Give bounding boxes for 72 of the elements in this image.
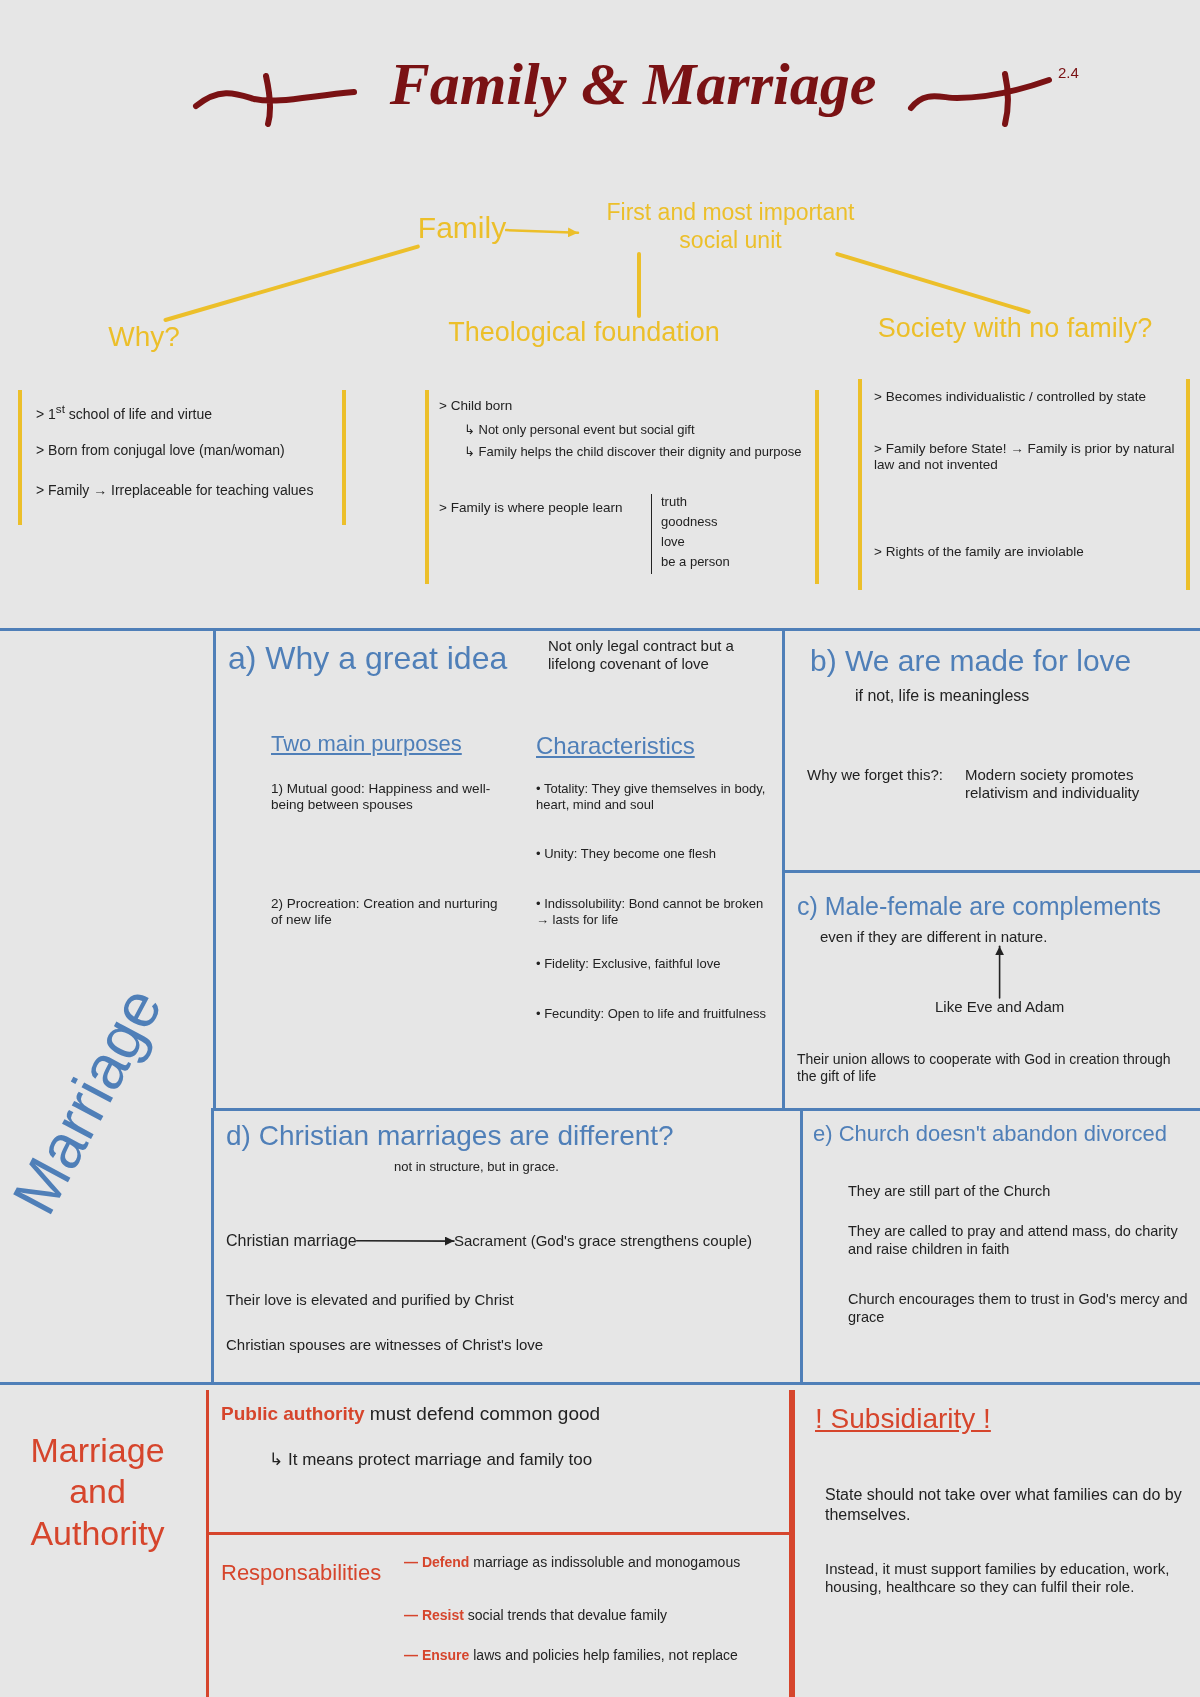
note-text: even if they are different in nature.	[820, 928, 1048, 947]
section-heading: Why?	[108, 320, 180, 355]
bullet-text: > Born from conjugal love (man/woman)	[36, 442, 285, 460]
bullet-text: ↳ Family helps the child discover their dignity and purpose	[464, 444, 802, 460]
band-title: Marriage and Authority	[29, 1430, 166, 1554]
bullet-text: > Family before State! → Family is prior by natural law and not invented	[874, 441, 1176, 474]
note-text: not in structure, but in grace.	[394, 1159, 559, 1175]
bullet-text: • Totality: They give themselves in body, heart, mind and soul	[536, 781, 767, 813]
bullet-text: > 1$^{st}$ school of life and virtue	[36, 402, 213, 423]
note-text: Why we forget this?:	[807, 766, 943, 785]
topic-panel	[206, 1532, 792, 1697]
bracket-box	[425, 390, 819, 584]
topic-panel	[206, 1390, 792, 1535]
bullet-text: > Child born	[439, 398, 513, 415]
note-text: Instead, it must support families by education, work, housing, healthcare so they can fulfil their role.	[825, 1560, 1171, 1597]
note-text: Not only legal contract but a lifelong covenant of love	[548, 637, 735, 674]
bullet-text: > Family is where people learn	[439, 500, 623, 517]
section-number: 2.4	[1058, 64, 1079, 83]
bullet-text: ↳ Not only personal event but social gift	[464, 422, 695, 438]
subheading: Responsabilities	[221, 1560, 382, 1587]
panel-heading: e) Church doesn't abandon divorced	[813, 1121, 1167, 1148]
note-text: Public authority must defend common good	[221, 1402, 601, 1426]
note-text: They are called to pray and attend mass, do charity and raise children in faith	[848, 1223, 1179, 1259]
connector-line	[637, 252, 641, 318]
connector-line	[835, 252, 1031, 314]
page-title: Family & Marriage	[389, 50, 877, 119]
panel-heading: a) Why a great idea	[228, 639, 508, 678]
note-text: Sacrament (God's grace strengthens couple)	[454, 1232, 752, 1251]
subheading: Two main purposes	[271, 731, 462, 758]
panel-heading: d) Christian marriages are different?	[226, 1119, 674, 1153]
bracket-box	[18, 390, 346, 525]
section-band	[0, 628, 1200, 1385]
bullet-text: > Becomes individualistic / controlled by state	[874, 389, 1146, 406]
note-text: Christian spouses are witnesses of Christ's love	[226, 1336, 544, 1355]
bullet-text: • Fidelity: Exclusive, faithful love	[536, 956, 721, 972]
panel-heading: ! Subsidiarity !	[815, 1402, 991, 1436]
bracket-box	[858, 379, 1190, 590]
note-text: 2) Procreation: Creation and nurturing of new life	[271, 896, 499, 929]
arrow	[995, 945, 1005, 999]
note-text: ↳ It means protect marriage and family too	[269, 1450, 593, 1471]
note-text: if not, life is meaningless	[855, 686, 1030, 706]
bullet-text: • Fecundity: Open to life and fruitfulness	[536, 1006, 766, 1022]
note-text: Christian marriage	[226, 1231, 357, 1251]
note-text: Like Eve and Adam	[935, 998, 1065, 1017]
bullet-text: > Rights of the family are inviolable	[874, 544, 1084, 561]
note-text: Their union allows to cooperate with God in creation through the gift of life	[797, 1051, 1172, 1086]
bullet-text: • Indissolubility: Bond cannot be broken → lasts for life	[536, 896, 765, 928]
note-text: Modern society promotes relativism and individuality	[965, 766, 1141, 803]
bullet-text: — Ensure laws and policies help families, not replace	[404, 1647, 738, 1665]
bullet-text: > Family → Irreplaceable for teaching values	[36, 482, 314, 500]
bullet-text: • Unity: They become one flesh	[536, 846, 716, 862]
bullet-text: love	[661, 534, 685, 550]
section-heading: Theological foundation	[448, 316, 720, 349]
section-heading: Society with no family?	[877, 312, 1153, 345]
subheading: Characteristics	[536, 731, 695, 761]
bullet-text: — Defend marriage as indissoluble and monogamous	[404, 1554, 741, 1572]
panel-heading: c) Male-female are complements	[797, 891, 1161, 922]
topic-heading: Family	[417, 210, 507, 247]
note-text: State should not take over what families can do by themselves.	[825, 1485, 1183, 1525]
note-text: 1) Mutual good: Happiness and well-being between spouses	[271, 781, 492, 814]
note-text: Church encourages them to trust in God's mercy and grace	[848, 1291, 1188, 1327]
bullet-text: truth	[661, 494, 687, 510]
note-text: Their love is elevated and purified by Christ	[226, 1291, 514, 1310]
bullet-text: goodness	[661, 514, 718, 530]
connector-line	[163, 244, 420, 322]
bullet-text: be a person	[661, 554, 730, 570]
bullet-text: — Resist social trends that devalue family	[404, 1607, 668, 1625]
arrow	[355, 1236, 455, 1246]
note-text: They are still part of the Church	[848, 1183, 1051, 1201]
panel-heading: b) We are made for love	[810, 643, 1132, 679]
arrow	[504, 227, 580, 238]
definition-text: First and most important social unit	[578, 198, 883, 255]
